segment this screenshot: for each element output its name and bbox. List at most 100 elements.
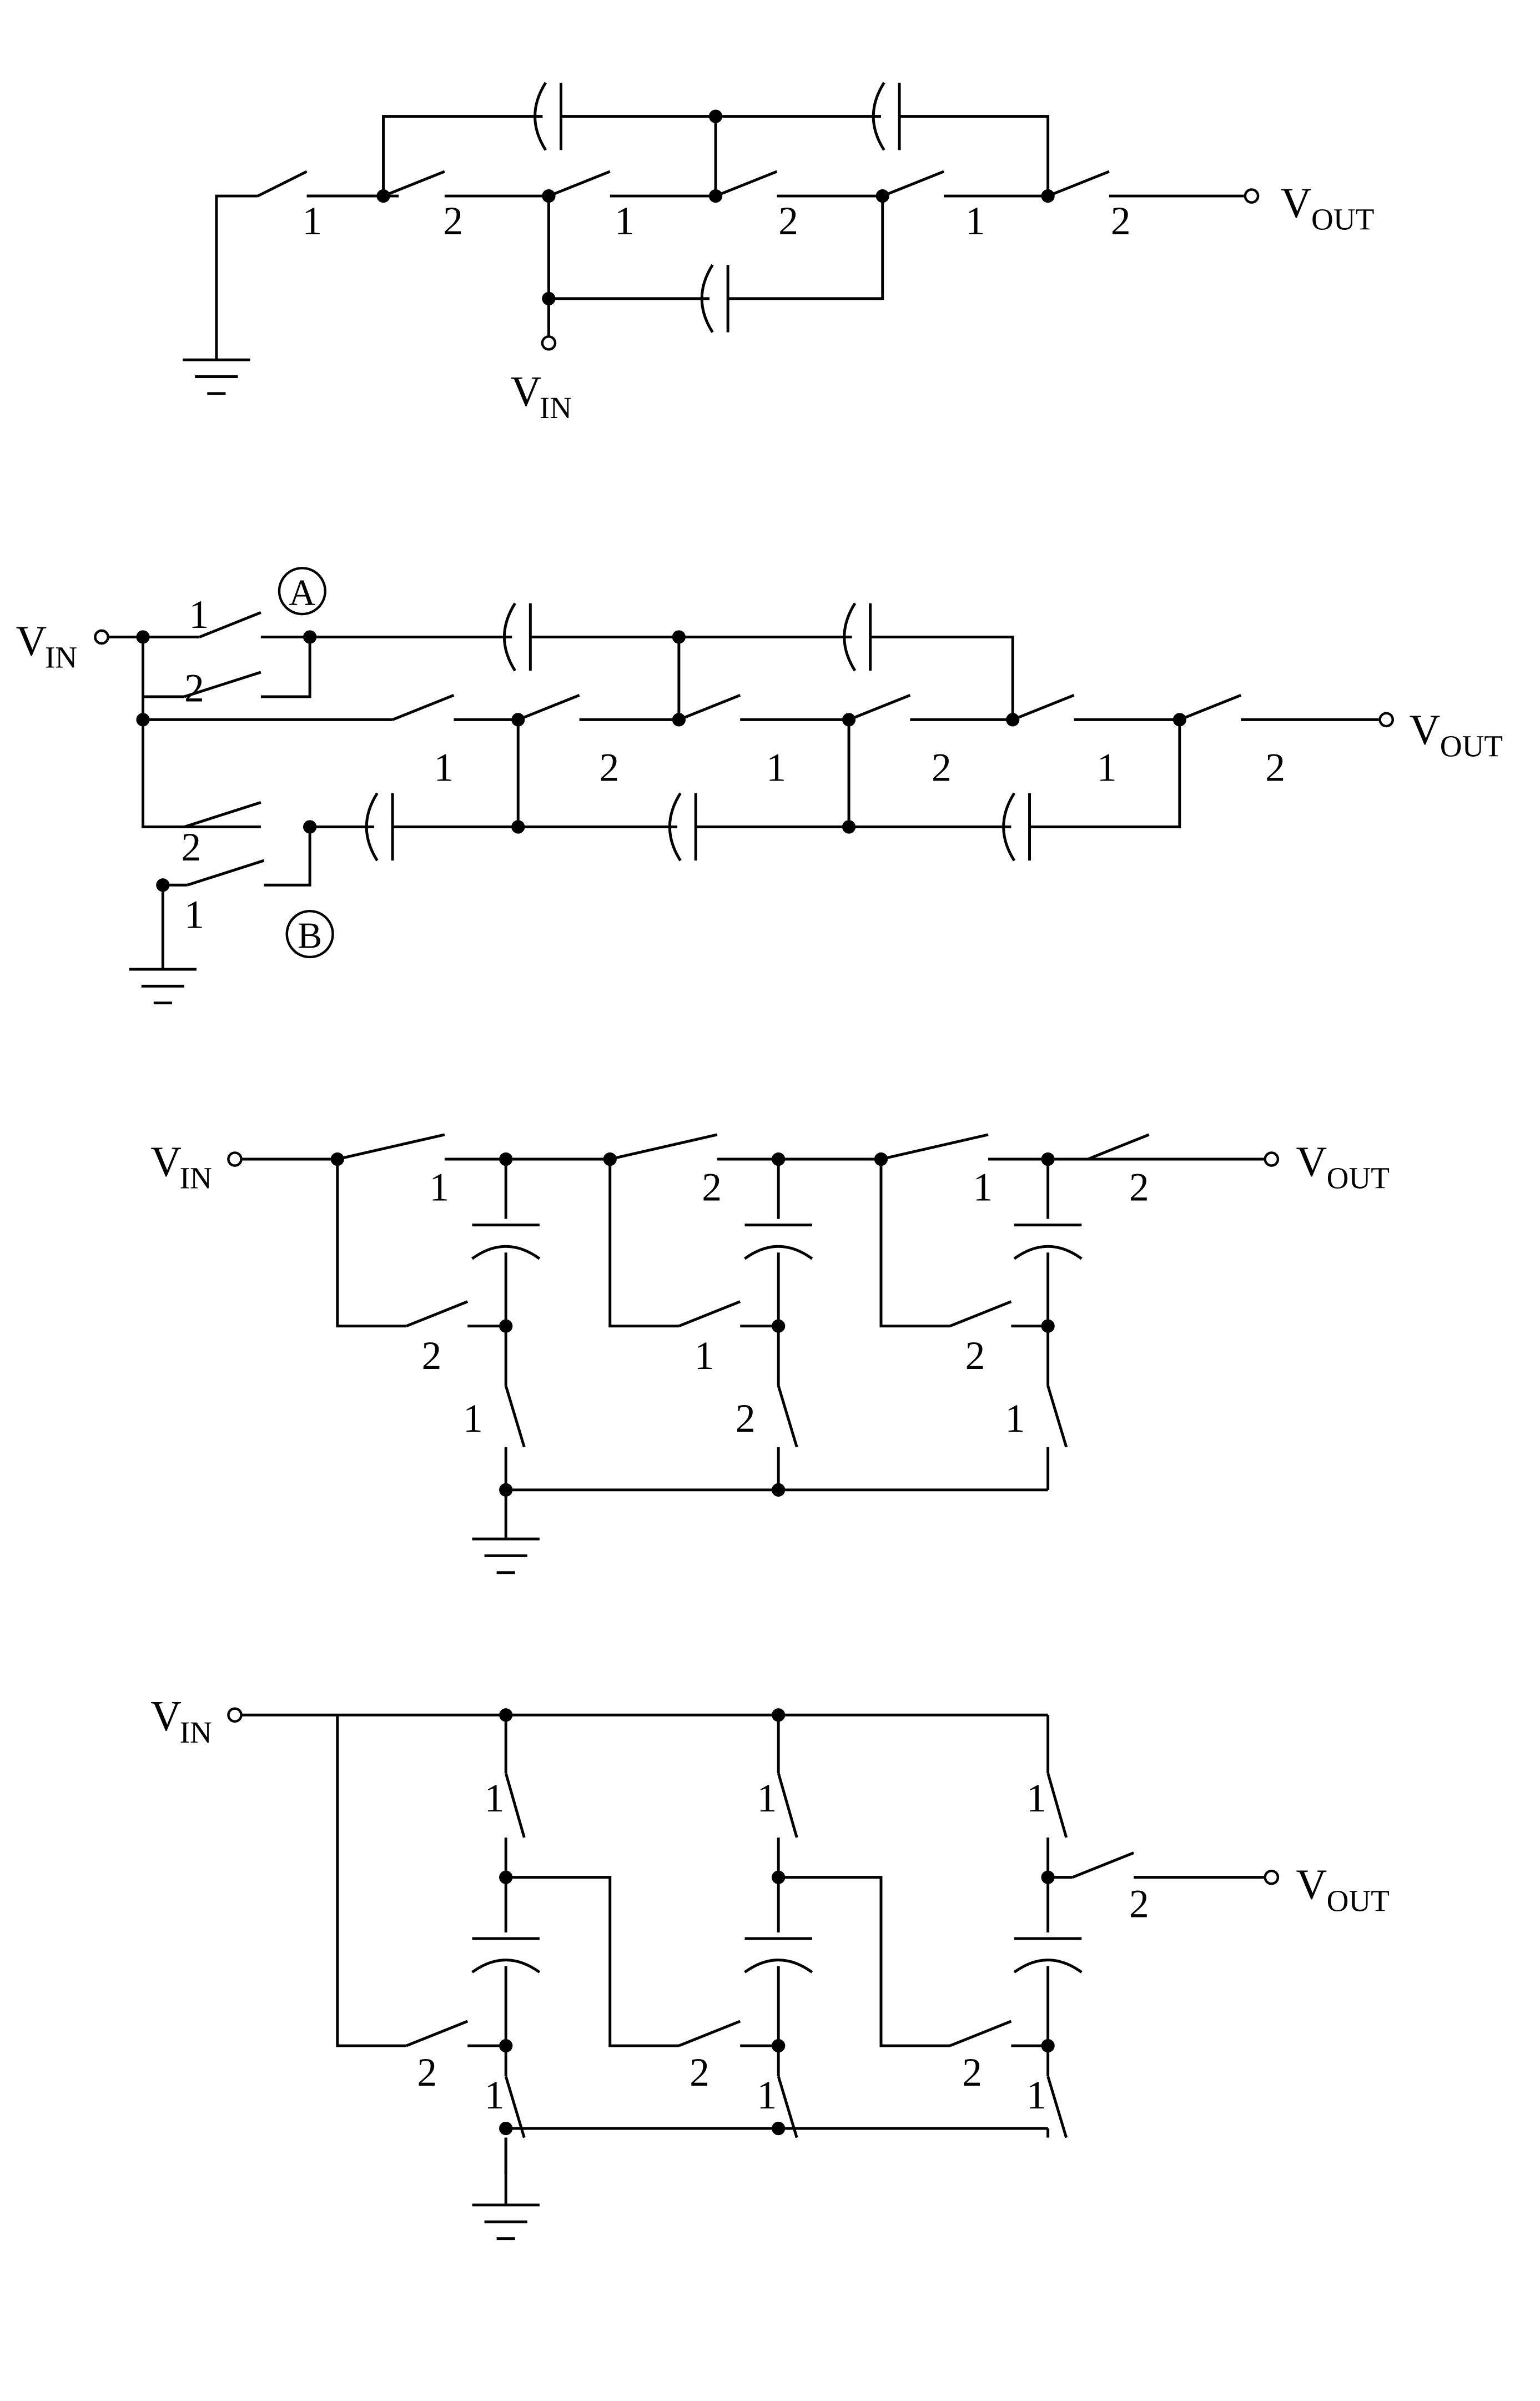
capacitor-icon — [471, 1959, 541, 1974]
junction-dot — [672, 713, 686, 727]
switch-icon — [678, 1300, 741, 1327]
junction-dot — [376, 189, 390, 203]
wire — [215, 194, 258, 360]
junction-dot — [136, 630, 150, 644]
vout-sub: OUT — [1440, 729, 1503, 763]
junction-dot — [1172, 713, 1186, 727]
junction-dot — [1041, 189, 1055, 203]
node-marker — [278, 567, 326, 616]
switch-icon — [1179, 693, 1242, 721]
capacitor-icon — [700, 264, 714, 333]
vout-label: V — [1410, 706, 1441, 754]
switch-icon — [882, 170, 944, 198]
phase-label: 1 — [694, 1333, 714, 1378]
phase-label: 2 — [736, 1396, 756, 1441]
junction-dot — [511, 713, 525, 727]
switch-icon — [777, 1773, 798, 1838]
phase-label: 2 — [1129, 1881, 1149, 1926]
phase-label: 1 — [485, 2073, 505, 2117]
phase-label: 1 — [1026, 2073, 1046, 2117]
junction-dot — [499, 2121, 513, 2136]
wire — [608, 1159, 679, 1328]
switch-icon — [504, 1385, 526, 1448]
node-marker — [285, 909, 334, 959]
terminal-icon — [1378, 712, 1395, 728]
terminal-icon — [227, 1151, 243, 1167]
phase-label: 2 — [778, 199, 798, 243]
junction-dot — [542, 291, 556, 306]
junction-dot — [875, 189, 889, 203]
switch-icon — [848, 693, 911, 721]
switch-icon — [337, 1133, 445, 1161]
junction-dot — [842, 820, 856, 834]
switch-icon — [880, 1133, 989, 1161]
phase-label: 1 — [429, 1165, 449, 1209]
switch-icon — [383, 170, 445, 198]
junction-dot — [303, 630, 317, 644]
junction-dot — [1041, 1152, 1055, 1166]
phase-label: 1 — [485, 1776, 505, 1820]
junction-dot — [1006, 713, 1020, 727]
vout-sub: OUT — [1311, 203, 1374, 236]
phase-label: 2 — [1129, 1165, 1149, 1209]
junction-dot — [672, 630, 686, 644]
vout-sub: OUT — [1327, 1884, 1390, 1917]
capacitor-icon — [1013, 1959, 1083, 1974]
switch-icon — [949, 1300, 1012, 1327]
junction-dot — [603, 1152, 617, 1166]
phase-label: 2 — [421, 1333, 441, 1378]
capacitor-icon — [471, 1245, 541, 1260]
vin-label: V — [150, 1137, 182, 1185]
phase-label: 1 — [1097, 746, 1117, 790]
vin-label-sub: IN — [180, 1715, 212, 1749]
switch-icon — [610, 1133, 718, 1161]
switch-icon — [199, 611, 261, 638]
phase-label: 1 — [973, 1165, 993, 1209]
vout-sub: OUT — [1327, 1161, 1390, 1195]
phase-label: 1 — [1005, 1396, 1025, 1441]
terminal-icon — [1264, 1151, 1280, 1167]
capacitor-icon — [744, 1959, 813, 1974]
switch-icon — [1047, 170, 1110, 198]
switch-icon — [184, 801, 261, 828]
junction-dot — [511, 820, 525, 834]
capacitor-icon — [1013, 1245, 1083, 1260]
junction-dot — [499, 1870, 513, 1884]
capacitor-icon — [744, 1245, 813, 1260]
phase-label: 1 — [757, 1776, 777, 1820]
switch-icon — [1046, 2076, 1068, 2138]
phase-label: 2 — [690, 2050, 709, 2095]
switch-icon — [405, 2020, 469, 2047]
vout-label: V — [1296, 1137, 1327, 1185]
switch-icon — [1046, 1385, 1068, 1448]
capacitor-icon — [365, 792, 379, 862]
wire — [141, 637, 184, 828]
phase-label: 1 — [965, 199, 985, 243]
switch-icon — [1087, 1133, 1150, 1161]
phase-label: 1 — [463, 1396, 483, 1441]
switch-icon — [715, 170, 778, 198]
vin-label-sub: IN — [540, 391, 572, 425]
junction-dot — [708, 189, 723, 203]
capacitor-icon — [668, 792, 682, 862]
phase-label: 2 — [962, 2050, 982, 2095]
vin-label-sub: IN — [45, 641, 77, 675]
junction-dot — [499, 1708, 513, 1722]
switch-icon — [184, 671, 261, 698]
phase-label: 2 — [702, 1165, 722, 1209]
terminal-icon — [1244, 188, 1260, 204]
junction-dot — [1041, 1870, 1055, 1884]
phase-label: 2 — [932, 746, 952, 790]
phase-label: 1 — [302, 199, 322, 243]
vin-label: V — [150, 1692, 182, 1740]
capacitor-icon — [843, 602, 857, 672]
switch-icon — [678, 693, 741, 721]
switch-icon — [1046, 1773, 1068, 1838]
switch-icon — [517, 693, 580, 721]
junction-dot — [499, 1152, 513, 1166]
wire — [264, 827, 311, 887]
capacitor-icon — [1002, 792, 1016, 862]
vout-label: V — [1281, 179, 1312, 227]
wire — [260, 637, 311, 698]
